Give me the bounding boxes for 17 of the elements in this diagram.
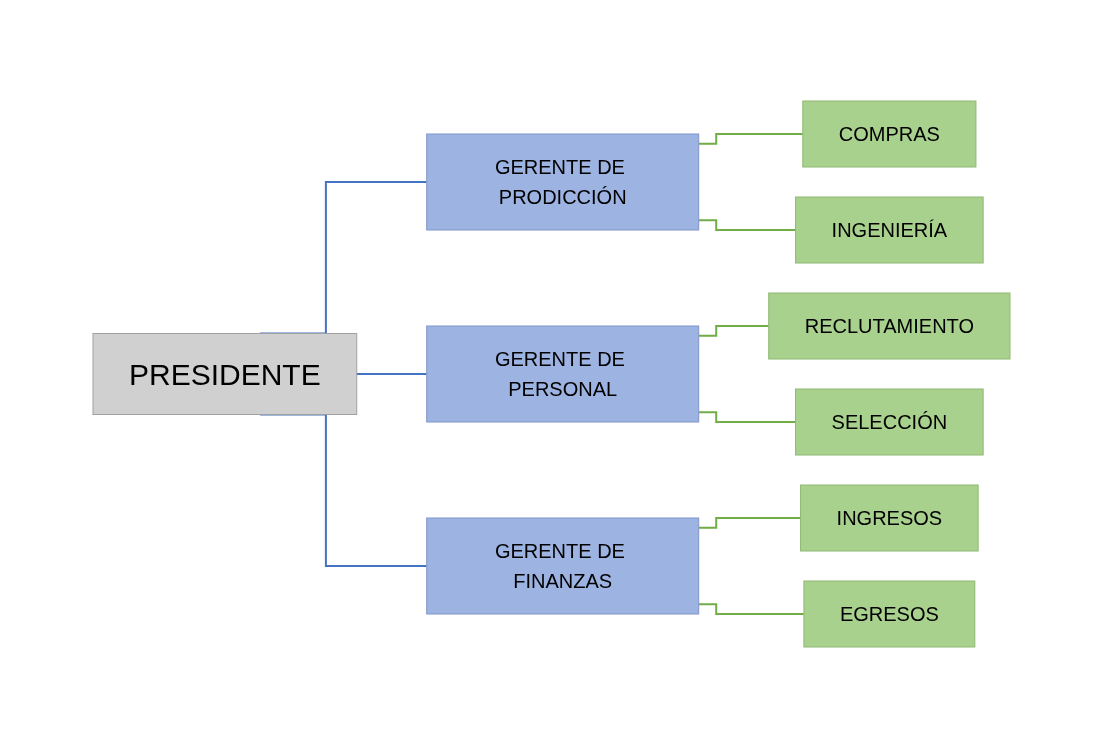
node-box: INGRESOS [799, 484, 979, 552]
node-box: COMPRAS [801, 100, 976, 168]
connector [697, 219, 797, 231]
node-box: SELECCIÓN [794, 388, 984, 456]
node-box: EGRESOS [802, 580, 975, 648]
node-box: GERENTE DE PRODICCIÓN [425, 133, 699, 231]
node-box: GERENTE DE PERSONAL [425, 325, 699, 423]
node-box: PRESIDENTE [92, 333, 357, 415]
node-box: RECLUTAMIENTO [767, 292, 1010, 360]
connector [697, 411, 797, 423]
connector [697, 603, 805, 615]
node-box: GERENTE DE FINANZAS [425, 517, 699, 615]
connector [697, 133, 804, 145]
connector [697, 325, 770, 337]
connector [697, 517, 802, 529]
connector [355, 373, 428, 375]
node-box: INGENIERÍA [794, 196, 984, 264]
